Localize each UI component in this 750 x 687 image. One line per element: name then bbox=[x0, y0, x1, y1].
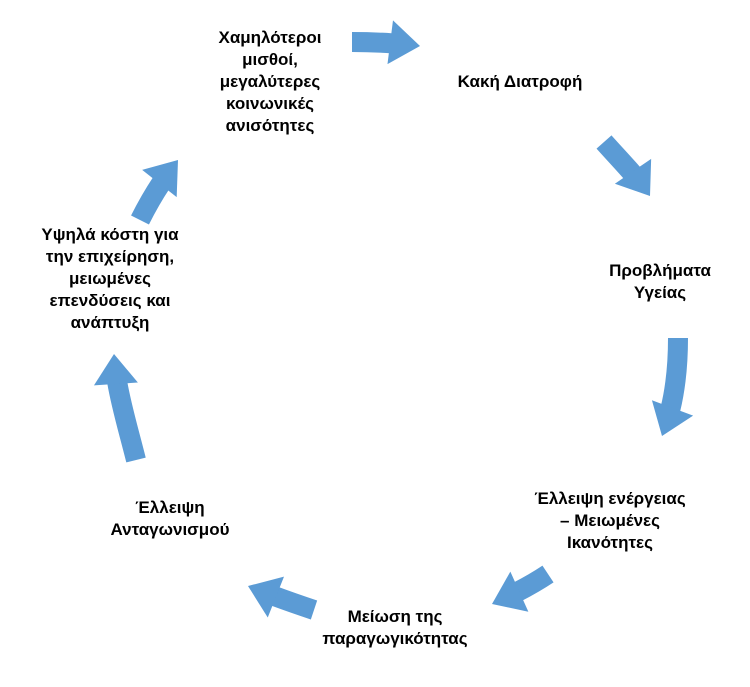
cycle-node-bad-nutrition: Κακή Διατροφή bbox=[457, 72, 583, 91]
cycle-arrow-3-head bbox=[651, 400, 694, 436]
cycle-arrow-2 bbox=[596, 135, 659, 202]
cycle-arrow-2-head bbox=[614, 158, 652, 196]
cycle-arrow-6-head bbox=[93, 354, 138, 386]
cycle-node-lower-wages: Χαμηλότεροι μισθοί, μεγαλύτερες κοινωνικ… bbox=[218, 28, 322, 135]
cycle-node-lack-of-competition: Έλλειψη Ανταγωνισμού bbox=[110, 498, 230, 539]
cycle-arrow-1-head bbox=[387, 20, 420, 65]
cycle-arrow-3 bbox=[652, 337, 688, 440]
cycle-arrow-5 bbox=[244, 576, 318, 620]
cycle-arrow-4-head bbox=[492, 571, 529, 612]
cycle-arrow-4 bbox=[487, 565, 554, 614]
cycle-arrow-5-head bbox=[248, 576, 285, 618]
cycle-arrow-7 bbox=[131, 153, 186, 225]
cycle-arrow-6 bbox=[104, 353, 146, 463]
cycle-node-reduced-productivity: Μείωση της παραγωγικότητας bbox=[322, 607, 468, 648]
cycle-node-high-business-costs: Υψηλά κόστη για την επιχείρηση, μειωμένε… bbox=[41, 225, 179, 332]
cycle-arrow-7-head bbox=[142, 160, 178, 198]
cycle-node-lack-of-energy: Έλλειψη ενέργειας – Μειωμένες Ικανότητες bbox=[534, 489, 686, 552]
cycle-node-health-problems: Προβλήματα Υγείας bbox=[609, 261, 711, 302]
